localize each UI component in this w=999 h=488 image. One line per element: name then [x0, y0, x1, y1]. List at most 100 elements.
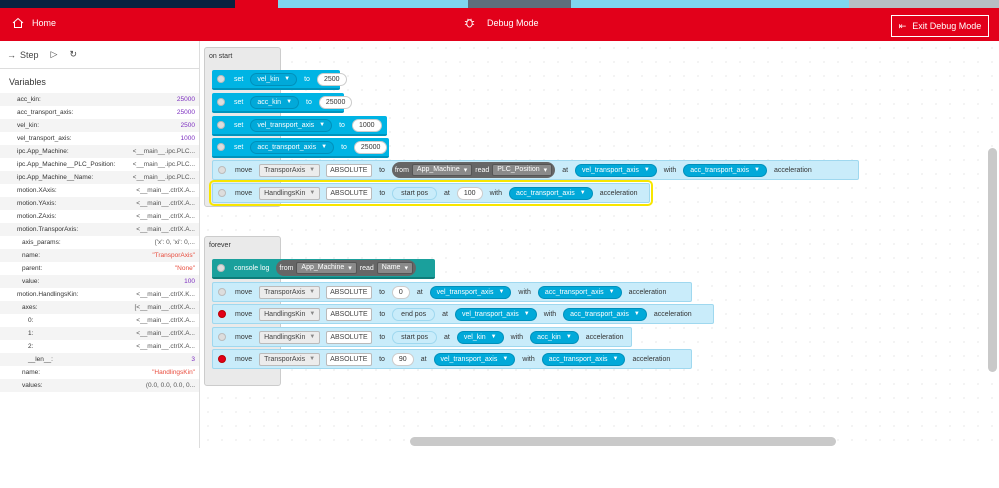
acceleration-dropdown[interactable]: acc_transport_axis▼ — [537, 285, 622, 299]
source-dropdown[interactable]: App_Machine▾ — [296, 262, 357, 274]
top-color-strip — [0, 0, 999, 8]
variable-dropdown[interactable]: acc_kin▼ — [250, 95, 300, 109]
end-pos-block[interactable]: end pos — [392, 307, 436, 321]
breakpoint-toggle[interactable] — [218, 189, 226, 197]
move-block[interactable]: move TransporAxis▼ ABSOLUTE to 90 at vel… — [212, 349, 692, 369]
axis-dropdown[interactable]: TransporAxis▼ — [259, 352, 321, 366]
axis-dropdown[interactable]: HandlingsKin▼ — [259, 330, 321, 344]
velocity-dropdown[interactable]: vel_transport_axis▼ — [429, 285, 512, 299]
field-dropdown[interactable]: Name▾ — [376, 262, 413, 274]
with-keyword: with — [663, 166, 677, 174]
acceleration-dropdown[interactable]: acc_transport_axis▼ — [509, 186, 593, 200]
breakpoint-toggle-active[interactable] — [218, 310, 226, 318]
set-block[interactable]: set vel_kin▼ to 2500 — [212, 70, 347, 90]
breakpoint-toggle[interactable] — [217, 143, 225, 151]
value-input[interactable]: 2500 — [316, 72, 347, 86]
with-keyword: with — [518, 288, 531, 296]
axis-dropdown[interactable]: HandlingsKin▼ — [259, 186, 321, 200]
breakpoint-toggle[interactable] — [217, 121, 225, 129]
at-keyword: at — [416, 288, 423, 296]
position-input[interactable]: 90 — [391, 352, 414, 366]
move-block[interactable]: move TransporAxis▼ ABSOLUTE to 0 at vel_… — [212, 282, 692, 302]
variable-row: motion.YAxis:<__main__.ctrlX.A... — [0, 197, 199, 210]
breakpoint-toggle[interactable] — [218, 166, 226, 174]
variable-dropdown[interactable]: vel_transport_axis▼ — [250, 118, 333, 132]
with-keyword: with — [510, 333, 524, 341]
breakpoint-toggle-active[interactable] — [218, 355, 226, 363]
step-button[interactable]: →Step — [7, 50, 39, 60]
breakpoint-toggle[interactable] — [218, 288, 226, 296]
velocity-dropdown[interactable]: vel_transport_axis▼ — [454, 307, 537, 321]
move-keyword: move — [235, 333, 253, 341]
restart-icon[interactable]: ↻ — [69, 49, 77, 59]
velocity-dropdown[interactable]: vel_kin▼ — [456, 330, 504, 344]
mode-input[interactable]: ABSOLUTE — [326, 352, 373, 366]
to-keyword: to — [379, 333, 386, 341]
with-keyword: with — [543, 310, 557, 318]
with-keyword: with — [522, 355, 535, 363]
move-block-current[interactable]: move HandlingsKin▼ ABSOLUTE to start pos… — [209, 180, 653, 206]
variable-row: parent:"None" — [22, 265, 195, 272]
mode-input[interactable]: ABSOLUTE — [326, 186, 373, 200]
mode-input[interactable]: ABSOLUTE — [326, 163, 373, 177]
variable-row: vel_kin:2500 — [0, 119, 199, 132]
vertical-scrollbar[interactable] — [988, 148, 997, 372]
home-label: Home — [32, 18, 57, 28]
value-input[interactable]: 25000 — [353, 140, 388, 154]
breakpoint-toggle[interactable] — [217, 264, 225, 272]
exit-icon: ⇤ — [898, 20, 907, 31]
set-block[interactable]: set acc_transport_axis▼ to 25000 — [212, 138, 389, 158]
set-block[interactable]: set acc_kin▼ to 25000 — [212, 93, 353, 113]
move-keyword: move — [235, 166, 253, 174]
velocity-input[interactable]: 100 — [456, 186, 483, 200]
set-keyword: set — [234, 143, 244, 151]
acceleration-dropdown[interactable]: acc_transport_axis▼ — [563, 307, 647, 321]
value-input[interactable]: 1000 — [351, 118, 382, 132]
variable-row: value:100 — [0, 275, 199, 288]
breakpoint-toggle[interactable] — [218, 333, 226, 341]
acceleration-dropdown[interactable]: acc_transport_axis▼ — [541, 352, 626, 366]
at-keyword: at — [420, 355, 427, 363]
blocks-workspace[interactable]: on start set vel_kin▼ to 2500 set acc_ki… — [201, 41, 999, 448]
variable-dropdown[interactable]: acc_transport_axis▼ — [250, 140, 335, 154]
move-block[interactable]: move HandlingsKin▼ ABSOLUTE to end pos a… — [212, 304, 714, 324]
variable-row: 1:<__main__.ctrlX.A... — [0, 327, 199, 340]
play-icon[interactable]: ▷ — [50, 49, 58, 59]
variable-row: axis_params:{'x': 0, 'xi': 0,... — [22, 239, 195, 246]
acceleration-dropdown[interactable]: acc_transport_axis▼ — [683, 163, 767, 177]
at-keyword: at — [442, 310, 448, 318]
from-keyword: from — [279, 264, 294, 272]
acceleration-keyword: acceleration — [632, 355, 671, 363]
breakpoint-toggle[interactable] — [217, 98, 225, 106]
velocity-dropdown[interactable]: vel_transport_axis▼ — [575, 163, 657, 177]
home-link[interactable]: Home — [12, 17, 56, 29]
move-block[interactable]: move HandlingsKin▼ ABSOLUTE to start pos… — [212, 327, 632, 347]
exit-debug-button[interactable]: ⇤ Exit Debug Mode — [891, 15, 989, 37]
value-input[interactable]: 25000 — [318, 95, 353, 109]
horizontal-scrollbar[interactable] — [410, 437, 836, 446]
read-keyword: read — [475, 166, 490, 174]
field-dropdown[interactable]: PLC_Position▾ — [492, 164, 553, 176]
with-keyword: with — [489, 189, 503, 197]
position-input[interactable]: 0 — [391, 285, 410, 299]
axis-dropdown[interactable]: TransporAxis▼ — [259, 285, 321, 299]
start-pos-block[interactable]: start pos — [392, 186, 438, 200]
to-keyword: to — [341, 143, 347, 151]
velocity-dropdown[interactable]: vel_transport_axis▼ — [433, 352, 516, 366]
start-pos-block[interactable]: start pos — [392, 330, 438, 344]
mode-input[interactable]: ABSOLUTE — [326, 307, 373, 321]
set-block[interactable]: set vel_transport_axis▼ to 1000 — [212, 116, 387, 136]
breakpoint-toggle[interactable] — [217, 75, 225, 83]
mode-input[interactable]: ABSOLUTE — [326, 285, 373, 299]
source-dropdown[interactable]: App_Machine▾ — [411, 164, 473, 176]
acceleration-dropdown[interactable]: acc_kin▼ — [530, 330, 579, 344]
variable-row: motion.HandlingsKin:<__main__.ctrlX.K... — [17, 291, 195, 298]
axis-dropdown[interactable]: TransporAxis▼ — [259, 163, 321, 177]
variable-dropdown[interactable]: vel_kin▼ — [250, 72, 298, 86]
axis-dropdown[interactable]: HandlingsKin▼ — [259, 307, 321, 321]
mode-input[interactable]: ABSOLUTE — [326, 330, 373, 344]
